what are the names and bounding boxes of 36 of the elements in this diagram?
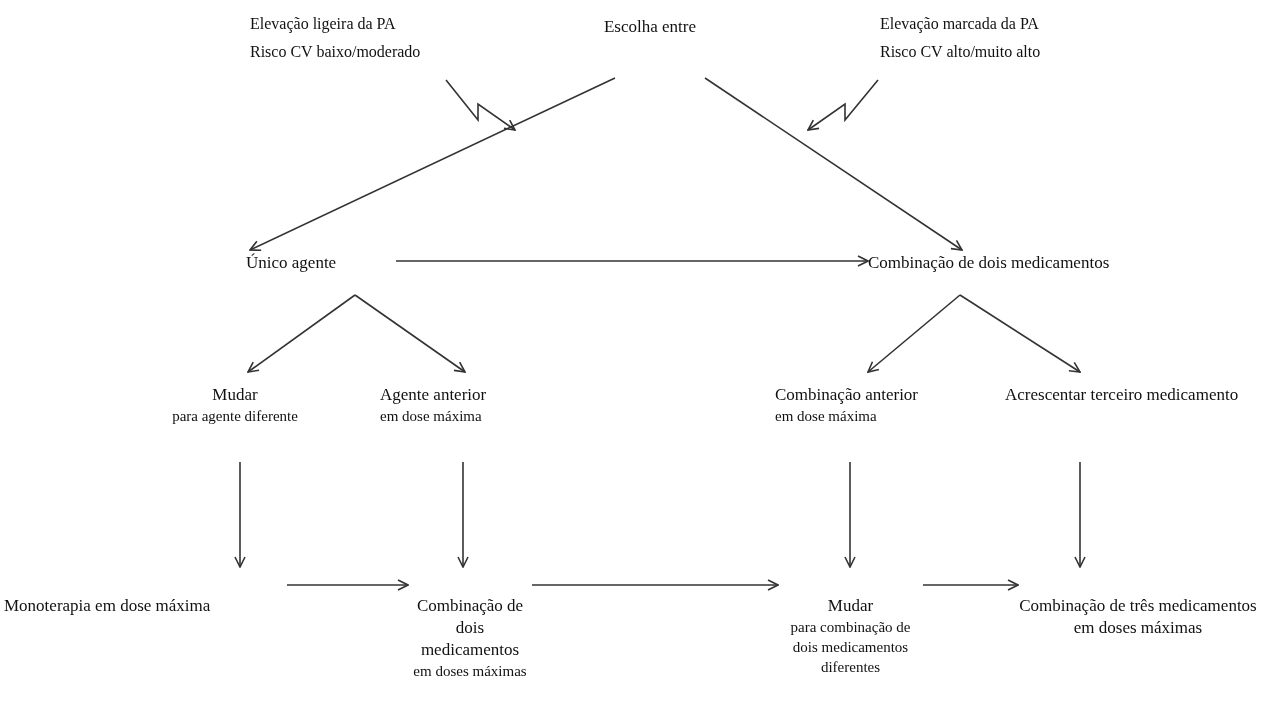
node-label: Combinação de três medicamentos em doses máximas bbox=[1018, 595, 1258, 639]
arrow bbox=[286, 579, 409, 591]
node-sublabel: em dose máxima bbox=[380, 407, 483, 426]
node-label: Escolha entre bbox=[602, 16, 697, 38]
arrow bbox=[395, 255, 869, 267]
node-label: Mudar bbox=[211, 384, 259, 406]
node-label: Monoterapia em dose máxima bbox=[4, 595, 212, 617]
arrow bbox=[531, 579, 779, 591]
arrow bbox=[704, 77, 963, 251]
node-label: Combinação de dois medicamentos bbox=[868, 252, 1111, 274]
node-label: Combinação de dois medicamentos bbox=[415, 595, 525, 661]
arrow bbox=[234, 461, 246, 568]
node-label: Único agente bbox=[246, 252, 338, 274]
zigzag-arrow bbox=[807, 79, 879, 131]
arrow bbox=[922, 579, 1019, 591]
node-label: Elevação ligeira da PA bbox=[250, 14, 397, 35]
node-label: Combinação anterior bbox=[775, 384, 920, 406]
node-sublabel: Risco CV baixo/moderado bbox=[250, 42, 422, 62]
arrow bbox=[354, 294, 466, 373]
node-sublabel: em doses máximas bbox=[412, 662, 528, 681]
arrow bbox=[844, 461, 856, 568]
node-label: Acrescentar terceiro medicamento bbox=[1005, 384, 1240, 406]
node-sublabel: para agente diferente bbox=[171, 407, 299, 426]
arrow bbox=[247, 294, 356, 373]
arrow bbox=[867, 294, 961, 373]
node-label: Agente anterior bbox=[380, 384, 488, 406]
node-sublabel: para combinação de dois medicamentos diferentes bbox=[789, 618, 912, 677]
node-sublabel: em dose máxima bbox=[775, 407, 878, 426]
zigzag-arrow bbox=[445, 79, 516, 131]
arrow bbox=[1074, 461, 1086, 568]
node-sublabel: Risco CV alto/muito alto bbox=[880, 42, 1042, 62]
arrow bbox=[249, 77, 616, 252]
arrow bbox=[457, 461, 469, 568]
arrow bbox=[959, 294, 1081, 373]
node-label: Elevação marcada da PA bbox=[880, 14, 1040, 35]
node-label: Mudar bbox=[826, 595, 875, 617]
